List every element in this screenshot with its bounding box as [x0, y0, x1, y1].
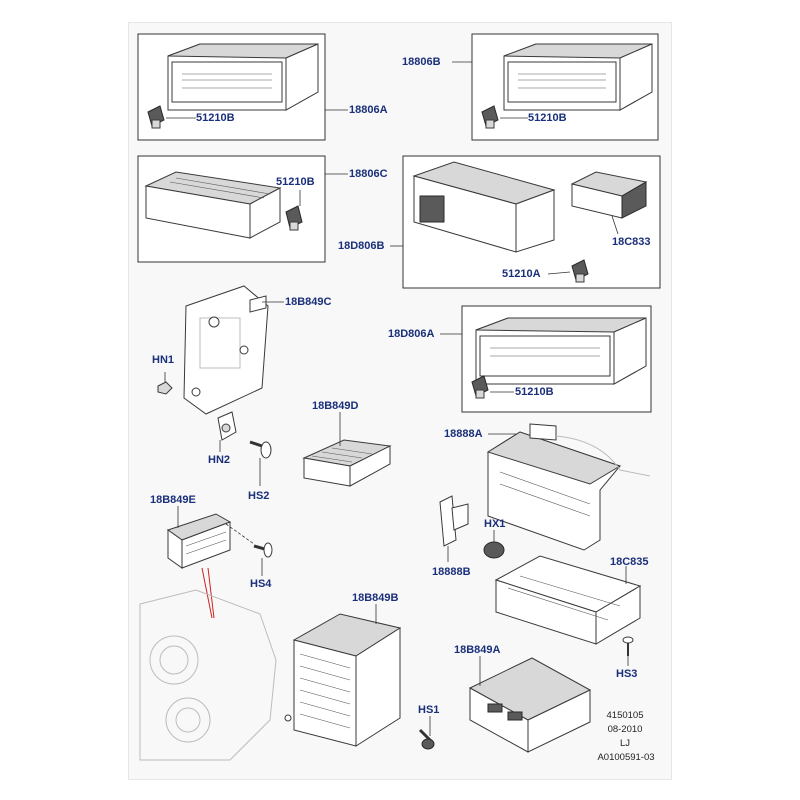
vehicle-panel-outline — [139, 589, 277, 761]
callout-18806a: 18806A — [349, 104, 388, 116]
indicator-line-1 — [201, 567, 213, 619]
screw-hs2 — [249, 440, 272, 459]
reference-initials: LJ — [619, 738, 631, 749]
callout-18888b: 18888B — [432, 566, 471, 578]
callout-18d806b: 18D806B — [338, 240, 385, 252]
nut-hn2 — [217, 411, 237, 441]
callout-51210a: 51210A — [502, 268, 541, 280]
callout-hs4: HS4 — [250, 578, 272, 590]
bracket-18b849c — [183, 285, 269, 415]
callout-18c835: 18C835 — [610, 556, 649, 568]
callout-18b849e: 18B849E — [150, 494, 196, 506]
screw-hs4 — [253, 542, 273, 558]
reference-number: 4150105 — [606, 710, 644, 721]
tray-18c835 — [494, 555, 642, 645]
bracket-18888b — [439, 495, 469, 547]
module-18b849a — [468, 657, 592, 753]
amplifier-18806c — [144, 171, 282, 239]
callout-18806c: 18806C — [349, 168, 388, 180]
fuse-51210a — [571, 259, 589, 283]
amplifier-18b849e — [166, 513, 232, 569]
screw-hs3 — [622, 636, 634, 656]
amplifier-18b849d — [302, 439, 392, 487]
magazine-18c833 — [570, 171, 648, 219]
callout-18d806a: 18D806A — [388, 328, 435, 340]
callout-18c833: 18C833 — [612, 236, 651, 248]
callout-51210b-2: 51210B — [528, 112, 567, 124]
callout-hn1: HN1 — [152, 354, 175, 366]
callout-hn2: HN2 — [208, 454, 231, 466]
reference-date: 08-2010 — [607, 724, 643, 735]
callout-hs2: HS2 — [248, 490, 270, 502]
frame-18d806b — [402, 155, 661, 289]
fuse-51210b-c — [285, 205, 303, 231]
cd-changer-18d806b — [412, 161, 556, 253]
callout-51210b-1: 51210B — [196, 112, 235, 124]
amplifier-18b849b — [284, 613, 402, 747]
frame-18806c — [137, 155, 326, 263]
callout-18b849c: 18B849C — [285, 296, 332, 308]
housing-18888a — [486, 423, 651, 551]
reference-code: A0100591-03 — [597, 752, 655, 763]
callout-18888a: 18888A — [444, 428, 483, 440]
callout-hx1: HX1 — [484, 518, 506, 530]
frame-18806b — [471, 33, 659, 141]
fuse-51210b-a — [147, 105, 165, 129]
callout-51210b-4: 51210B — [515, 386, 554, 398]
indicator-line-2 — [207, 567, 215, 619]
nut-hn1 — [157, 381, 173, 395]
frame-18d806a — [461, 305, 652, 413]
callout-18b849b: 18B849B — [352, 592, 399, 604]
callout-18b849a: 18B849A — [454, 644, 501, 656]
callout-51210b-3: 51210B — [276, 176, 315, 188]
screw-hs1 — [418, 728, 435, 750]
callout-18806b: 18806B — [402, 56, 441, 68]
callout-hs1: HS1 — [418, 704, 440, 716]
callout-18b849d: 18B849D — [312, 400, 359, 412]
callout-hs3: HS3 — [616, 668, 638, 680]
frame-18806a — [137, 33, 326, 141]
media-unit-18806a — [167, 43, 319, 111]
cap-hx1 — [483, 541, 505, 559]
